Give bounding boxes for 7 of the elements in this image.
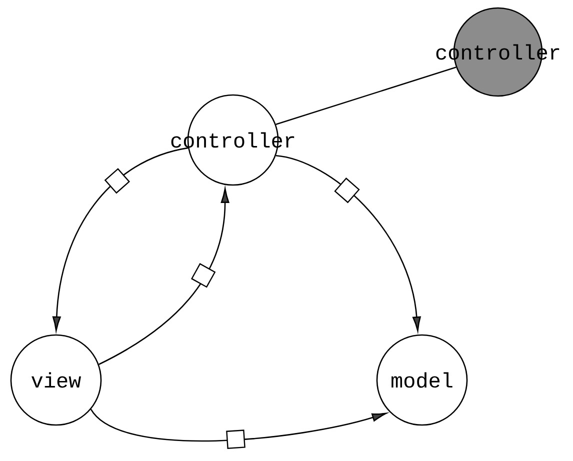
arrow	[276, 154, 421, 332]
arrow	[98, 188, 230, 365]
arrow	[90, 408, 387, 449]
circle-node: model	[376, 334, 468, 426]
circle-node: view	[10, 334, 102, 426]
arrow	[52, 147, 188, 332]
connector-line	[276, 66, 456, 125]
